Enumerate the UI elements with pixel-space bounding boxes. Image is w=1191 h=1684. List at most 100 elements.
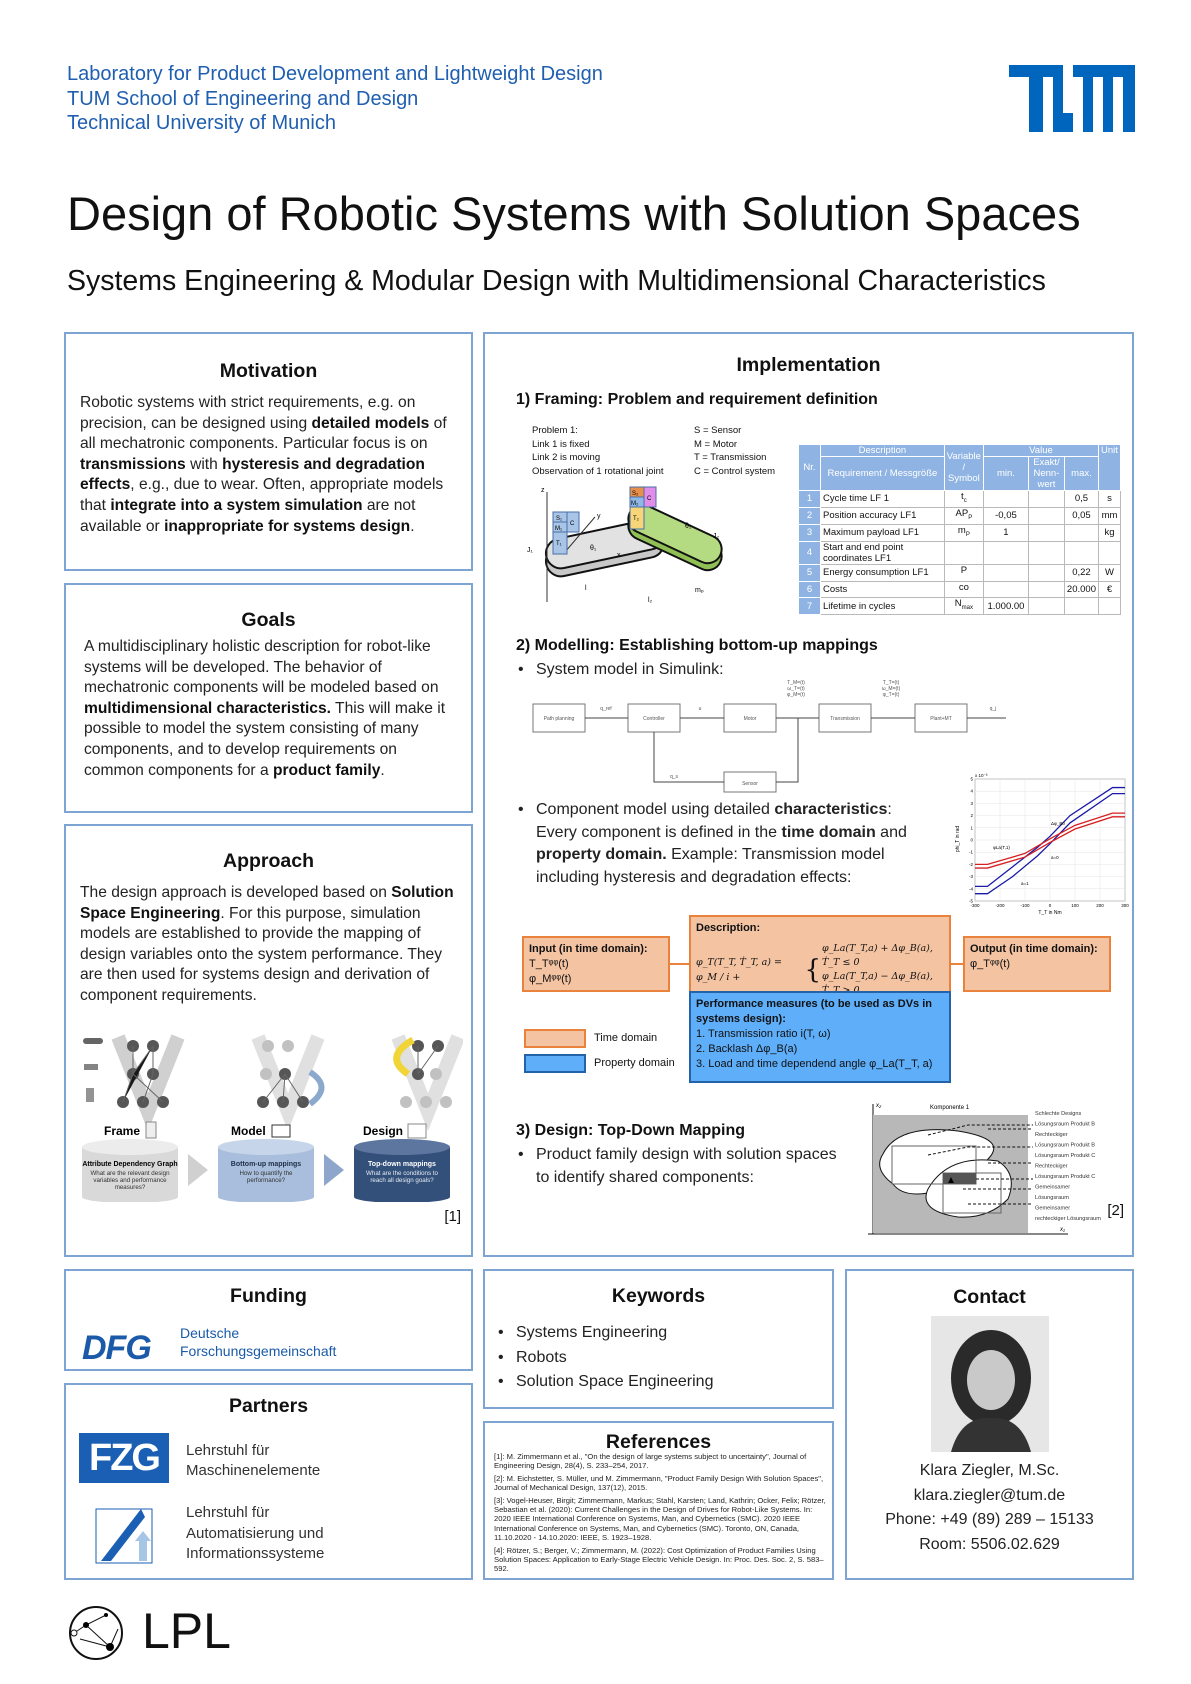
legend-label: Rechteckiger (1035, 1132, 1068, 1138)
bullet-text: to identify shared components: (536, 1168, 754, 1186)
y-tick-label: 0 (970, 838, 973, 843)
y-tick-label: -2 (969, 862, 973, 867)
svg-text:M₁: M₁ (555, 526, 562, 532)
framing-heading: 1) Framing: Problem and requirement defi… (516, 391, 878, 408)
plot-series-line (975, 792, 1125, 895)
cell-max: 0,5 (1063, 490, 1099, 508)
lpl-network-logo (69, 1606, 123, 1660)
cell-min (982, 490, 1029, 508)
text-segment: A multidisciplinary holistic description… (84, 638, 439, 697)
legend-item: C = Control system (694, 465, 776, 477)
cell-min (982, 563, 1029, 582)
text-segment: : Every component is defined in the (536, 801, 892, 841)
text-segment: . For this purpose, simulation models ar… (80, 904, 443, 1004)
cell-nr: 1 (798, 490, 821, 508)
text-segment: This will make it possible to model the … (84, 699, 446, 779)
reference-item: [4]: Rötzer, S.; Berger, V.; Zimmermann,… (494, 1545, 824, 1574)
tum-logo (1009, 65, 1135, 132)
book-icon (145, 1121, 157, 1139)
x-tick-label: 300 (1121, 903, 1129, 908)
svg-text:J₁: J₁ (527, 547, 534, 554)
modelling-heading: 2) Modelling: Establishing bottom-up map… (516, 637, 878, 654)
performance-item: 1. Transmission ratio i(T, ω) (696, 1028, 831, 1040)
svg-text:C: C (647, 496, 652, 502)
car-icon (83, 1038, 103, 1044)
cell-nr: 4 (798, 540, 821, 565)
cell-nominal (1027, 506, 1065, 525)
cell-symbol (943, 540, 984, 565)
svg-text:M₂: M₂ (631, 501, 639, 507)
cell-unit: mm (1097, 506, 1122, 525)
y-axis-label: phi_T in rad (955, 826, 961, 853)
legend-label: Lösungsraum Produkt C (1035, 1153, 1095, 1159)
contact-email[interactable]: klara.ziegler@tum.de (913, 1487, 1066, 1504)
svg-text:θ₁: θ₁ (590, 545, 597, 552)
property-domain-label: Property domain (594, 1057, 675, 1069)
cell-requirement: Maximum payload LF1 (819, 523, 945, 542)
block-controller: Controller (643, 716, 665, 722)
legend-label: Lösungsraum Produkt C (1035, 1174, 1095, 1180)
text-segment: Component model using detailed (536, 801, 775, 818)
y-tick-label: -1 (969, 850, 973, 855)
arrow-icon (188, 1154, 208, 1186)
y-tick-label: -4 (969, 886, 973, 891)
contact-panel: Contact (845, 1269, 1134, 1580)
motivation-text: Robotic systems with strict requirements… (80, 393, 465, 537)
svg-text:x₂: x₂ (875, 1103, 882, 1109)
cell-unit: W (1097, 563, 1122, 582)
simulink-diagram: Path planning Controller Motor Transmiss… (532, 680, 1006, 793)
col-value: Value (982, 444, 1099, 457)
stage-question: What are the conditions to reach all des… (366, 1170, 438, 1184)
arrow-description-output (951, 963, 965, 965)
svg-text:mₚ: mₚ (695, 587, 704, 594)
x-tick-label: 0 (1049, 903, 1052, 908)
partner-line: Automatisierung und (186, 1524, 324, 1542)
references-panel: References (483, 1421, 834, 1580)
simulink-bullet: •System model in Simulink: (518, 661, 724, 678)
reference-item: [3]: Vogel-Heuser, Birgit; Zimmermann, M… (494, 1495, 826, 1543)
svg-text:θ₂: θ₂ (685, 523, 692, 530)
partner-line: Maschinenelemente (186, 1462, 321, 1479)
performance-item: 2. Backlash Δφ_B(a) (696, 1043, 798, 1055)
block-sensor: Sensor (742, 781, 758, 787)
keywords-heading: Keywords (611, 1285, 706, 1307)
cell-min (982, 540, 1029, 565)
x-tick-label: 200 (1096, 903, 1104, 908)
svg-text:ω_T=(t): ω_T=(t) (787, 686, 805, 692)
partner-ais-name: Lehrstuhl für Automatisierung und Inform… (186, 1503, 324, 1565)
col-nominal: Exakt/ Nenn-wert (1027, 456, 1065, 491)
svg-text:S₁: S₁ (556, 516, 562, 522)
contact-heading: Contact (953, 1286, 1026, 1308)
window-icon (407, 1123, 427, 1139)
yellow-arrow-icon (393, 1036, 415, 1077)
input-title: Input (in time domain): (529, 943, 648, 955)
svg-text:q_j: q_j (990, 706, 997, 712)
solution-space-diagram: Komponente 1 x₂ x₁ Schlechte DesignsLösu… (868, 1103, 1101, 1235)
legend-label: Gemeinsamer (1035, 1206, 1070, 1212)
funding-panel: Funding DFG Deutsche Forschungsgemeinsch… (64, 1269, 473, 1371)
bullet-text: Component model using detailed character… (536, 801, 907, 886)
goals-heading: Goals (241, 609, 296, 631)
contact-name: Klara Ziegler, M.Sc. (919, 1462, 1060, 1479)
legend-label: Schlechte Designs (1035, 1111, 1082, 1117)
cell-nominal (1027, 540, 1065, 565)
svg-text:S₂: S₂ (632, 491, 639, 497)
block-transmission: Transmission (830, 716, 860, 722)
emphasized-term: characteristics (774, 801, 888, 818)
goals-panel: Goals A multidisciplinary holistic descr… (64, 583, 473, 813)
output-title: Output (in time domain): (970, 943, 1098, 955)
cell-unit: kg (1097, 523, 1122, 542)
design-citation: [2] (1107, 1202, 1124, 1219)
y-exponent: x 10⁻³ (975, 773, 988, 778)
text-segment: are not available or (80, 496, 416, 535)
plot-series-line (975, 812, 1125, 866)
x-tick-label: -200 (995, 903, 1005, 908)
cell-symbol: APP (943, 506, 984, 525)
